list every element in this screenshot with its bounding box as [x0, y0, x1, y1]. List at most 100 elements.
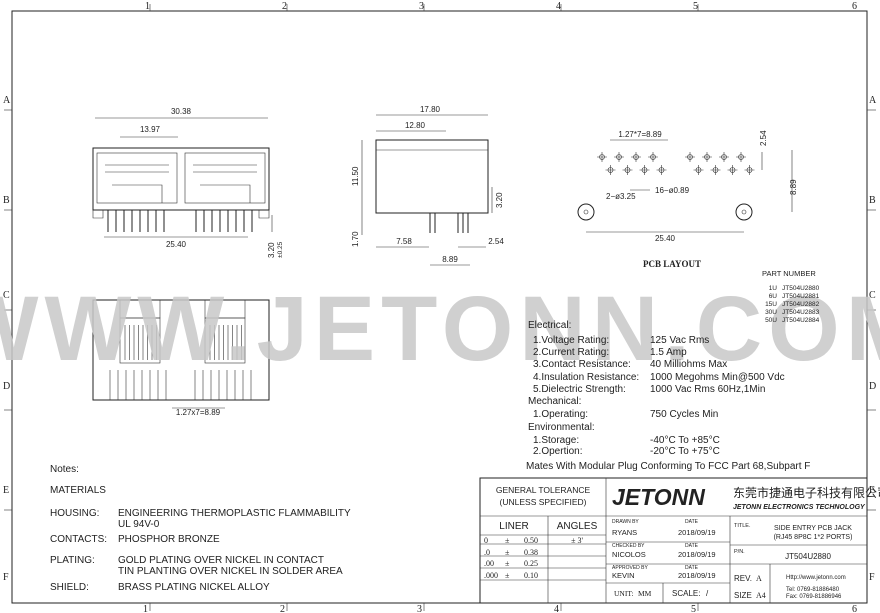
- note-value: ENGINEERING THERMOPLASTIC FLAMMABILITY: [118, 508, 351, 519]
- spec-value: -40°C To +85°C: [650, 435, 720, 446]
- hole-center-mark: [656, 165, 667, 175]
- tol-value: 0.38: [524, 548, 538, 557]
- environmental-title: Environmental:: [528, 422, 595, 433]
- row-label: B: [3, 195, 10, 206]
- column-label: 3: [417, 604, 422, 613]
- column-label: 4: [554, 604, 559, 613]
- dim-pin-tolerance: ±0.25: [277, 241, 284, 258]
- column-label: 1: [143, 604, 148, 613]
- column-label: 3: [419, 1, 424, 12]
- column-label: 2: [282, 1, 287, 12]
- spec-label: 2.Current Rating:: [533, 347, 609, 358]
- tolerance-title: GENERAL TOLERANCE: [496, 485, 591, 495]
- hole-center-mark: [614, 152, 624, 162]
- tol-value: 0.10: [524, 571, 538, 580]
- part-pn: JT504U2882: [782, 301, 820, 308]
- spec-label: 1.Storage:: [533, 435, 579, 446]
- hole-center-mark: [605, 165, 616, 175]
- watermark: WWW.JETONN.COM: [0, 278, 880, 380]
- spec-label: 2.Opertion:: [533, 446, 582, 457]
- checked-date: 2018/09/19: [678, 550, 716, 559]
- checked-by-label: CHECKED BY: [612, 543, 645, 549]
- tol-pm: ±: [505, 548, 510, 557]
- row-label: F: [869, 572, 875, 583]
- part-number-title: PART NUMBER: [762, 269, 816, 278]
- dim-8-89: 8.89: [442, 255, 458, 264]
- materials-title: MATERIALS: [50, 485, 106, 496]
- dim-inner-width: 13.97: [140, 125, 161, 134]
- note-value: BRASS PLATING NICKEL ALLOY: [118, 582, 270, 593]
- column-label: 4: [556, 1, 561, 12]
- hole-center-mark: [622, 165, 633, 175]
- size-label: SIZE: [734, 591, 752, 600]
- notes-title: Notes:: [50, 464, 79, 475]
- dim-pitch: 1.27*7=8.89: [618, 130, 662, 139]
- company-name-cn: 东莞市捷通电子科技有限公司: [733, 485, 880, 500]
- angles-header: ANGLES: [557, 521, 598, 532]
- notes: Notes: MATERIALS HOUSING: ENGINEERING THE…: [50, 464, 351, 593]
- mechanical-title: Mechanical:: [528, 396, 581, 407]
- row-label: C: [869, 290, 876, 301]
- pcb-layout: 1.27*7=8.89 2.54 8.89 25.40 2−ø3.25 16−ø…: [577, 130, 798, 269]
- approved-date: 2018/09/19: [678, 571, 716, 580]
- row-label: E: [869, 485, 875, 496]
- column-label: 5: [691, 604, 696, 613]
- dim-2-54: 2.54: [488, 237, 504, 246]
- part-pn: JT504U2884: [782, 317, 820, 324]
- hole-center-mark: [639, 165, 650, 175]
- part-pn: JT504U2880: [782, 285, 820, 292]
- part-code: 50U: [765, 317, 777, 324]
- part-code: 6U: [769, 293, 778, 300]
- hole-center-mark: [631, 152, 641, 162]
- fax: Fax: 0769-81886946: [786, 594, 842, 600]
- date-label: DATE: [685, 519, 699, 525]
- hole-center-mark: [710, 165, 721, 175]
- dim-pin-length: 3.20: [267, 242, 276, 258]
- front-view: 30.38 13.97 25.40 3.20 ±0.25: [92, 107, 284, 258]
- drawn-date: 2018/09/19: [678, 528, 716, 537]
- note-value: UL 94V-0: [118, 519, 160, 530]
- tolerance-subtitle: (UNLESS SPECIFIED): [500, 497, 587, 507]
- hole-center-mark: [727, 165, 738, 175]
- hole-center-mark: [702, 152, 712, 162]
- spec-note: Mates With Modular Plug Conforming To FC…: [526, 461, 810, 472]
- note-label: PLATING:: [50, 555, 95, 566]
- part-code: 15U: [765, 301, 777, 308]
- size-value: A4: [756, 591, 766, 600]
- dim-row: 2.54: [759, 130, 768, 146]
- note-label: SHIELD:: [50, 582, 89, 593]
- note-label: HOUSING:: [50, 508, 99, 519]
- part-number: JT504U2880: [785, 552, 831, 561]
- dim-bottom-pitch: 1.27x7=8.89: [176, 408, 221, 417]
- bottom-view: 1.27x7=8.89: [92, 299, 270, 417]
- side-view: 17.80 12.80 11.50 1.70 7.58 2.54 8.89 3.…: [351, 105, 504, 266]
- row-label: D: [3, 381, 10, 392]
- spec-value: 750 Cycles Min: [650, 409, 718, 420]
- row-label: A: [3, 95, 11, 106]
- row-label: D: [869, 381, 876, 392]
- tol-value: 0.25: [524, 559, 538, 568]
- tol-precision: .0: [484, 548, 490, 557]
- approved-by-label: APPROVED BY: [612, 565, 649, 571]
- unit-label: UNIT:: [614, 589, 634, 598]
- dim-standoff: 1.70: [351, 231, 360, 247]
- tol-value: 0.50: [524, 536, 538, 545]
- dim-pin-height: 3.20: [495, 192, 504, 208]
- company-logo: JETONN: [612, 484, 705, 510]
- company-name-en: JETONN ELECTRONICS TECHNOLOGY: [733, 504, 866, 511]
- pcb-layout-title: PCB LAYOUT: [643, 259, 701, 269]
- website: Http://www.jetonn.com: [786, 575, 846, 581]
- dim-7-58: 7.58: [396, 237, 412, 246]
- hole-center-mark: [648, 152, 658, 162]
- dim-depth: 17.80: [420, 105, 441, 114]
- note-value: GOLD PLATING OVER NICKEL IN CONTACT: [118, 555, 324, 566]
- tol-pm: ±: [505, 571, 510, 580]
- telephone: Tel: 0769-81886480: [786, 587, 840, 593]
- approved-by: KEVIN: [612, 571, 635, 580]
- tol-pm: ±: [505, 559, 510, 568]
- spec-label: 3.Contact Resistance:: [533, 359, 631, 370]
- spec-label: 4.Insulation Resistance:: [533, 372, 639, 383]
- date-label: DATE: [685, 565, 699, 571]
- row-label: B: [869, 195, 876, 206]
- tol-precision: .00: [484, 559, 494, 568]
